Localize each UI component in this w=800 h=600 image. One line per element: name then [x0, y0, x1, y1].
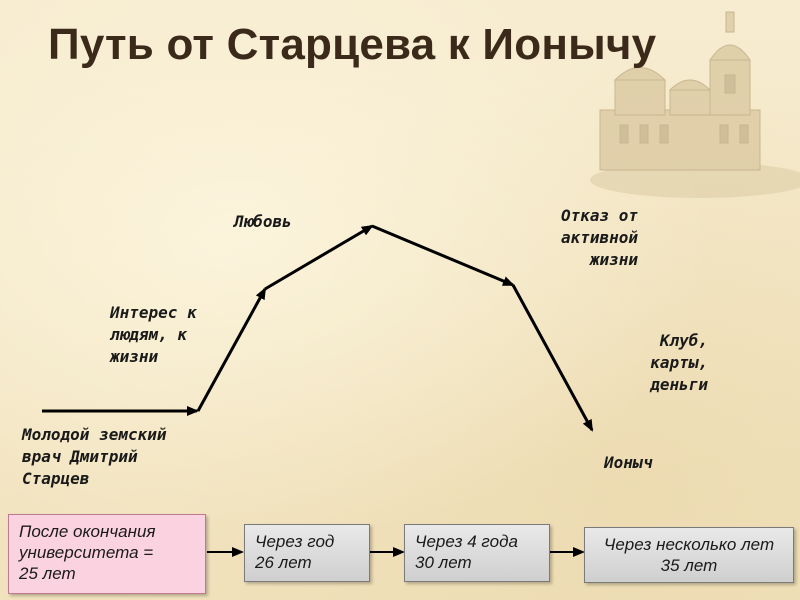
- label-start: Молодой земский врач Дмитрий Старцев: [22, 425, 167, 488]
- church-icon: [590, 11, 800, 198]
- path-arrow-love: [264, 224, 374, 291]
- path-arrow-interest: [196, 287, 267, 412]
- label-interest: Интерес к людям, к жизни: [110, 303, 197, 366]
- label-ionych: Ионыч: [604, 453, 653, 472]
- timeline-box-four-years: Через 4 года 30 лет: [404, 524, 550, 582]
- path-arrow-refusal: [371, 224, 515, 287]
- path-arrow-ionych: [511, 284, 594, 432]
- label-love: Любовь: [234, 212, 292, 231]
- timeline-box-several-years: Через несколько лет 35 лет: [584, 527, 794, 583]
- page-title: Путь от Старцева к Ионычу: [48, 20, 657, 69]
- label-refusal: Отказ от активной жизни: [560, 206, 638, 269]
- timeline-box-one-year: Через год 26 лет: [244, 524, 370, 582]
- label-club: Клуб, карты, деньги: [650, 331, 708, 394]
- timeline-box-university: После окончания университета = 25 лет: [8, 514, 206, 594]
